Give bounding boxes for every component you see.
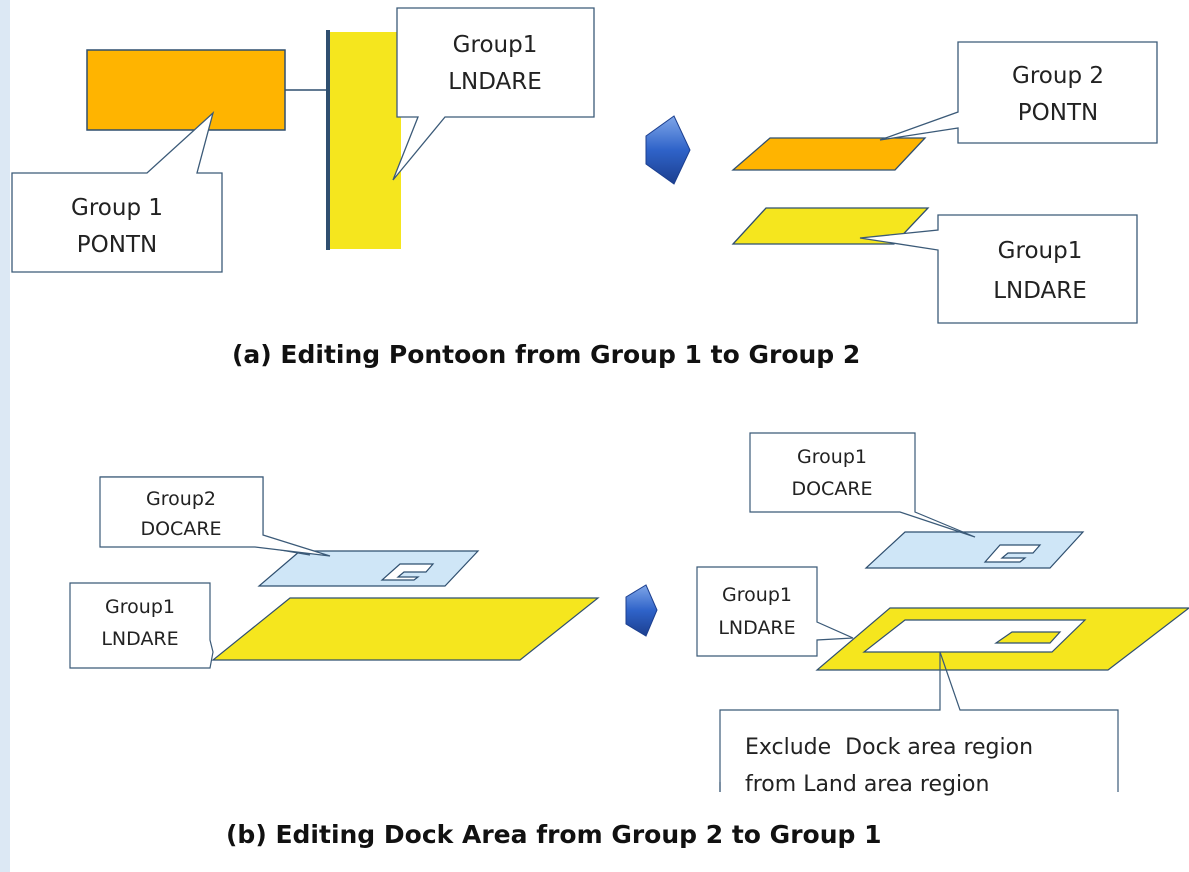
callout-label-line1: Group1	[105, 596, 175, 618]
note-line1: Exclude Dock area region	[745, 735, 1033, 760]
callout-label-line2: PONTN	[1018, 100, 1098, 126]
callout-group1-lndare-before: Group1 LNDARE	[392, 7, 595, 181]
dock-shape-before	[257, 550, 480, 587]
callout-label-line1: Group1	[453, 32, 538, 58]
note-line2: from Land area region	[745, 772, 989, 797]
callout-label-line1: Group2	[146, 488, 216, 510]
callout-label-line2: DOCARE	[140, 518, 221, 540]
panel-a: Group 1 PONTN Group1 LNDARE Group 2 PONT…	[11, 7, 1158, 369]
callout-label-line2: LNDARE	[101, 628, 178, 650]
caption-b: (b) Editing Dock Area from Group 2 to Gr…	[226, 820, 882, 849]
land-shape-before-b	[211, 597, 600, 661]
callout-group1-docare-after: Group1 DOCARE	[749, 432, 976, 538]
callout-label-line2: PONTN	[77, 232, 157, 258]
callout-label-line1: Group 2	[1012, 63, 1104, 89]
dock-fragment-shape	[994, 631, 1062, 644]
left-accent-strip	[0, 0, 10, 872]
land-shape-before	[329, 32, 401, 249]
land-shape-after	[731, 207, 930, 245]
pontoon-shape-before	[86, 49, 286, 131]
callout-label-line1: Group1	[998, 238, 1083, 264]
callout-label-line1: Group1	[722, 584, 792, 606]
callout-label-line1: Group 1	[71, 195, 163, 221]
callout-group2-pontn: Group 2 PONTN	[879, 41, 1158, 144]
note-callout-exclude: Exclude Dock area region from Land area …	[719, 651, 1119, 797]
panel-b: Group2 DOCARE Group1 LNDARE Group1 DOCAR…	[69, 432, 1189, 849]
transition-arrow-icon	[645, 115, 691, 185]
callout-group1-pontn: Group 1 PONTN	[11, 111, 223, 273]
callout-group2-docare: Group2 DOCARE	[99, 476, 331, 557]
callout-group1-lndare-before-b: Group1 LNDARE	[69, 582, 214, 669]
callout-label-line2: DOCARE	[791, 478, 872, 500]
callout-group1-lndare-after: Group1 LNDARE	[859, 214, 1138, 324]
pontoon-shape-after	[731, 137, 927, 171]
caption-a: (a) Editing Pontoon from Group 1 to Grou…	[232, 340, 860, 369]
callout-label-line2: LNDARE	[718, 617, 795, 639]
transition-arrow-icon	[625, 584, 658, 637]
dock-shape-after	[864, 531, 1085, 569]
land-shape-after-b	[815, 607, 1189, 671]
callout-group1-lndare-after-b: Group1 LNDARE	[696, 566, 854, 657]
callout-label-line2: LNDARE	[448, 69, 542, 95]
callout-label-line2: LNDARE	[993, 278, 1087, 304]
callout-label-line1: Group1	[797, 446, 867, 468]
